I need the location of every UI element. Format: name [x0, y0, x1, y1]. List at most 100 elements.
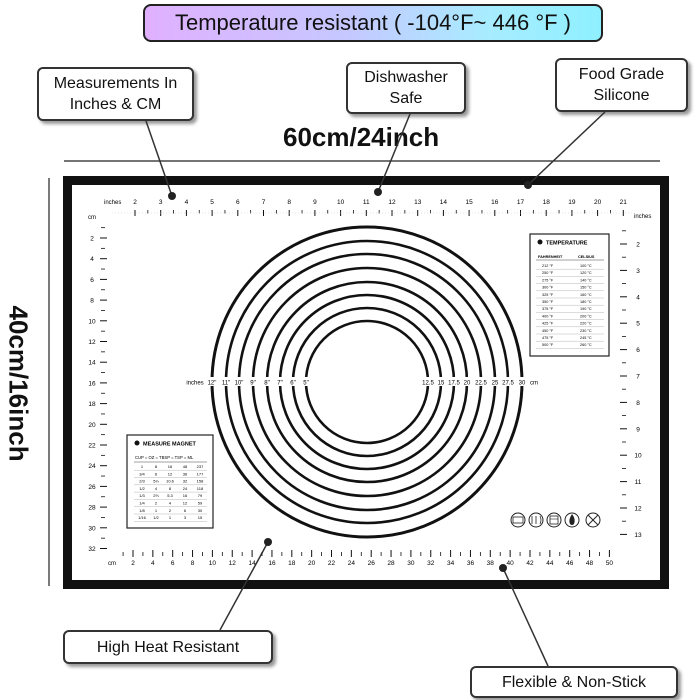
measure-cell: 1/8 — [139, 508, 145, 513]
top-ruler-label: 8 — [287, 199, 291, 206]
right-ruler-label: 8 — [636, 400, 640, 407]
top-ruler-label: 17 — [517, 199, 525, 206]
measure-cell: 5.3 — [167, 493, 173, 498]
left-ruler-label: 12 — [88, 339, 96, 346]
measure-cell: 1/16 — [138, 515, 147, 520]
bottom-ruler-label: 32 — [427, 560, 435, 567]
temperature-bullet-icon — [537, 239, 543, 245]
measure-cell: 158 — [197, 479, 204, 484]
circle-left-label: 11" — [222, 381, 230, 387]
measure-cell: 8 — [169, 486, 172, 491]
right-ruler-label: 6 — [636, 347, 640, 354]
food-safe-icon — [528, 512, 544, 528]
feature-icons — [510, 512, 601, 528]
top-ruler-label: 10 — [337, 199, 345, 206]
mat-frame — [63, 176, 669, 589]
temperature-cell-c: 150 °C — [580, 286, 592, 290]
top-ruler-label: 4 — [185, 199, 189, 206]
callout-dishwasher-line1: Dishwasher — [364, 69, 448, 86]
left-ruler-label: 10 — [88, 318, 96, 325]
temperature-cell-f: 212 °F — [542, 264, 554, 268]
top-ruler-label: 21 — [620, 199, 628, 206]
bottom-ruler-label: 10 — [209, 560, 217, 567]
right-ruler-label: 5 — [636, 321, 640, 328]
temperature-cell-c: 120 °C — [580, 271, 592, 275]
temperature-cell-f: 475 °F — [542, 336, 554, 340]
leader-dot-high-heat — [264, 538, 272, 546]
bottom-ruler-label: 42 — [526, 560, 534, 567]
top-ruler-label: 11 — [363, 199, 370, 206]
circle-guide — [224, 239, 510, 525]
callout-food-grade-line1: Food Grade — [578, 66, 665, 83]
bottom-ruler-label: 40 — [507, 560, 515, 567]
dishwasher-icon — [546, 512, 562, 528]
circle-right-unit: cm — [530, 381, 538, 387]
top-ruler-label: 5 — [210, 199, 214, 206]
measure-cell: 5⅓ — [153, 479, 159, 484]
right-ruler-label: 11 — [635, 479, 642, 486]
measure-cell: 1/4 — [139, 501, 145, 506]
circle-left-label: 9" — [250, 381, 255, 387]
top-ruler-label: 14 — [440, 199, 448, 206]
circle-guide — [237, 252, 497, 512]
callout-flexible-text: Flexible & Non-Stick — [501, 673, 647, 691]
circle-right-label: 12.5 — [422, 381, 434, 387]
bottom-ruler-label: 4 — [151, 560, 155, 567]
leader-dot-flexible — [499, 564, 507, 572]
circle-left-label: 10" — [235, 381, 244, 387]
temperature-cell-f: 325 °F — [542, 293, 554, 297]
top-ruler-label: 20 — [594, 199, 602, 206]
no-knife-icon — [585, 512, 601, 528]
bottom-ruler-label: 12 — [229, 560, 237, 567]
bottom-ruler-label: 18 — [288, 560, 296, 567]
callout-dishwasher-line2: Safe — [389, 90, 423, 107]
bottom-ruler-label: 26 — [368, 560, 376, 567]
measure-cell: 177 — [197, 471, 204, 476]
temperature-cell-c: 230 °C — [580, 329, 592, 333]
circle-right-label: 17.5 — [448, 381, 460, 387]
temperature-cell-f: 500 °F — [542, 343, 554, 347]
bottom-ruler-label: 46 — [566, 560, 574, 567]
circle-guide — [265, 280, 469, 484]
measure-cell: 59 — [198, 501, 203, 506]
left-ruler-label: 4 — [90, 256, 94, 263]
bottom-ruler-label: 34 — [447, 560, 455, 567]
bottom-ruler-label: 22 — [328, 560, 336, 567]
temperature-cell-c: 260 °C — [580, 343, 592, 347]
leader-measurements — [145, 120, 173, 197]
measure-cell: 3 — [184, 515, 187, 520]
bottom-ruler-label: 36 — [467, 560, 475, 567]
circle-left-label: 12" — [208, 381, 217, 387]
right-ruler-label: 2 — [636, 242, 640, 249]
circle-label-strip — [210, 377, 550, 386]
temperature-cell-f: 375 °F — [542, 307, 554, 311]
bottom-ruler-label: 30 — [407, 560, 415, 567]
circle-right-label: 20 — [464, 381, 471, 387]
temperature-cell-f: 450 °F — [542, 329, 554, 333]
measure-cell: 12 — [183, 501, 188, 506]
bottom-ruler-label: 16 — [268, 560, 276, 567]
temperature-cell-c: 220 °C — [580, 322, 592, 326]
measure-header: CUP = OZ = TBSP = TSP = ML — [135, 455, 194, 460]
temperature-header-c: CELSIUS — [578, 255, 595, 259]
left-ruler-label: 20 — [88, 422, 96, 429]
measure-cell: 4 — [155, 486, 158, 491]
circle-guide — [210, 225, 524, 539]
temperature-cell-f: 400 °F — [542, 314, 554, 318]
measure-title: MEASURE MAGNET — [143, 442, 197, 448]
top-ruler-label: 3 — [159, 199, 163, 206]
top-ruler-label: 12 — [388, 199, 396, 206]
bottom-ruler-unit: cm — [108, 561, 116, 567]
circle-left-label: 5" — [303, 381, 308, 387]
right-ruler-label: 12 — [634, 506, 642, 513]
measure-cell: 16 — [168, 464, 173, 469]
left-ruler-label: 32 — [88, 546, 96, 553]
measure-cell: 10.6 — [166, 479, 175, 484]
measure-cell: 24 — [183, 486, 188, 491]
temperature-banner: Temperature resistant ( -104°F~ 446 °F ) — [143, 4, 603, 42]
measure-cell: 6 — [184, 508, 187, 513]
measure-cell: 16 — [183, 493, 188, 498]
measure-cell: 36 — [183, 471, 188, 476]
temperature-cell-f: 250 °F — [542, 271, 554, 275]
